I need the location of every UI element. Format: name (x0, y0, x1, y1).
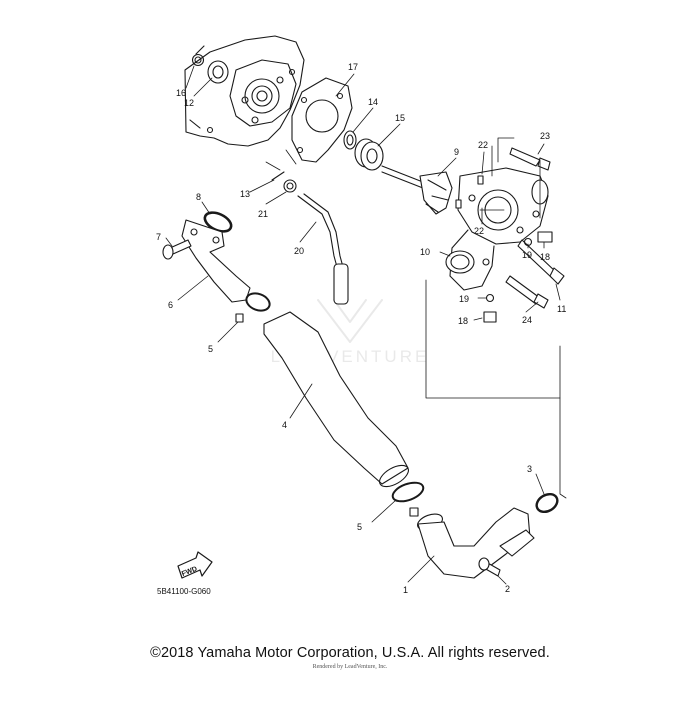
callout-20: 20 (294, 246, 304, 256)
callout-19-lower: 19 (459, 294, 469, 304)
pin-13 (271, 171, 285, 181)
circlip-16 (191, 53, 205, 67)
callout-6: 6 (168, 300, 173, 310)
o-ring-3 (535, 492, 559, 514)
bolt-18 (483, 231, 553, 323)
callout-19-right: 19 (522, 250, 532, 260)
bolt-7 (162, 239, 192, 260)
water-pipe-1 (417, 507, 535, 579)
callout-12: 12 (184, 98, 194, 108)
callout-numbers: 16 12 17 14 15 9 22 23 13 21 20 8 7 6 5 … (156, 62, 566, 595)
callout-22-top: 22 (478, 140, 488, 150)
callout-4: 4 (282, 420, 287, 430)
callout-3: 3 (527, 464, 532, 474)
water-pump-housing (449, 167, 549, 291)
callout-1: 1 (403, 585, 408, 595)
bolt-11 (517, 239, 565, 285)
callout-5-upper: 5 (208, 344, 213, 354)
callout-10: 10 (420, 247, 430, 257)
rendered-by-notice: Rendered by LeadVenture, Inc. (312, 664, 388, 670)
washer-14 (343, 130, 357, 150)
impeller-shaft-9 (381, 165, 453, 215)
callout-24: 24 (522, 315, 532, 325)
callout-14: 14 (368, 97, 378, 107)
callout-5-lower: 5 (357, 522, 362, 532)
copyright-notice: ©2018 Yamaha Motor Corporation, U.S.A. A… (150, 645, 550, 661)
breather-hose-20 (297, 193, 349, 305)
callout-2: 2 (505, 584, 510, 594)
assembly-lines (265, 137, 567, 499)
callout-22-mid: 22 (474, 226, 484, 236)
leader-lines (165, 65, 561, 585)
callout-13: 13 (240, 189, 250, 199)
bolt-23 (509, 147, 551, 171)
callout-16: 16 (176, 88, 186, 98)
bearing-12 (207, 60, 229, 84)
diagram-code: 5B41100-G060 (157, 587, 211, 596)
callout-11: 11 (557, 304, 566, 314)
oil-seal-15 (354, 138, 384, 171)
callout-8: 8 (196, 192, 201, 202)
radiator-hose-4 (263, 311, 409, 488)
callout-17: 17 (348, 62, 358, 72)
callout-18-lower: 18 (458, 316, 468, 326)
callout-9: 9 (454, 147, 459, 157)
callout-23: 23 (540, 131, 550, 141)
gasket-17 (291, 77, 353, 163)
fwd-arrow-icon: FWD (177, 551, 213, 579)
pump-outlet-10 (445, 250, 475, 274)
bolt-24 (505, 275, 549, 309)
crankcase-cover (184, 35, 305, 147)
hose-clamp-5b (391, 481, 425, 517)
clamp-21 (283, 179, 297, 193)
callout-7: 7 (156, 232, 161, 242)
callout-21: 21 (258, 209, 268, 219)
dowel-pin-22 (455, 175, 484, 209)
hose-clamp-5a (235, 292, 271, 323)
joint-pipe-6 (181, 219, 251, 303)
callout-18-right: 18 (540, 252, 550, 262)
callout-15: 15 (395, 113, 405, 123)
